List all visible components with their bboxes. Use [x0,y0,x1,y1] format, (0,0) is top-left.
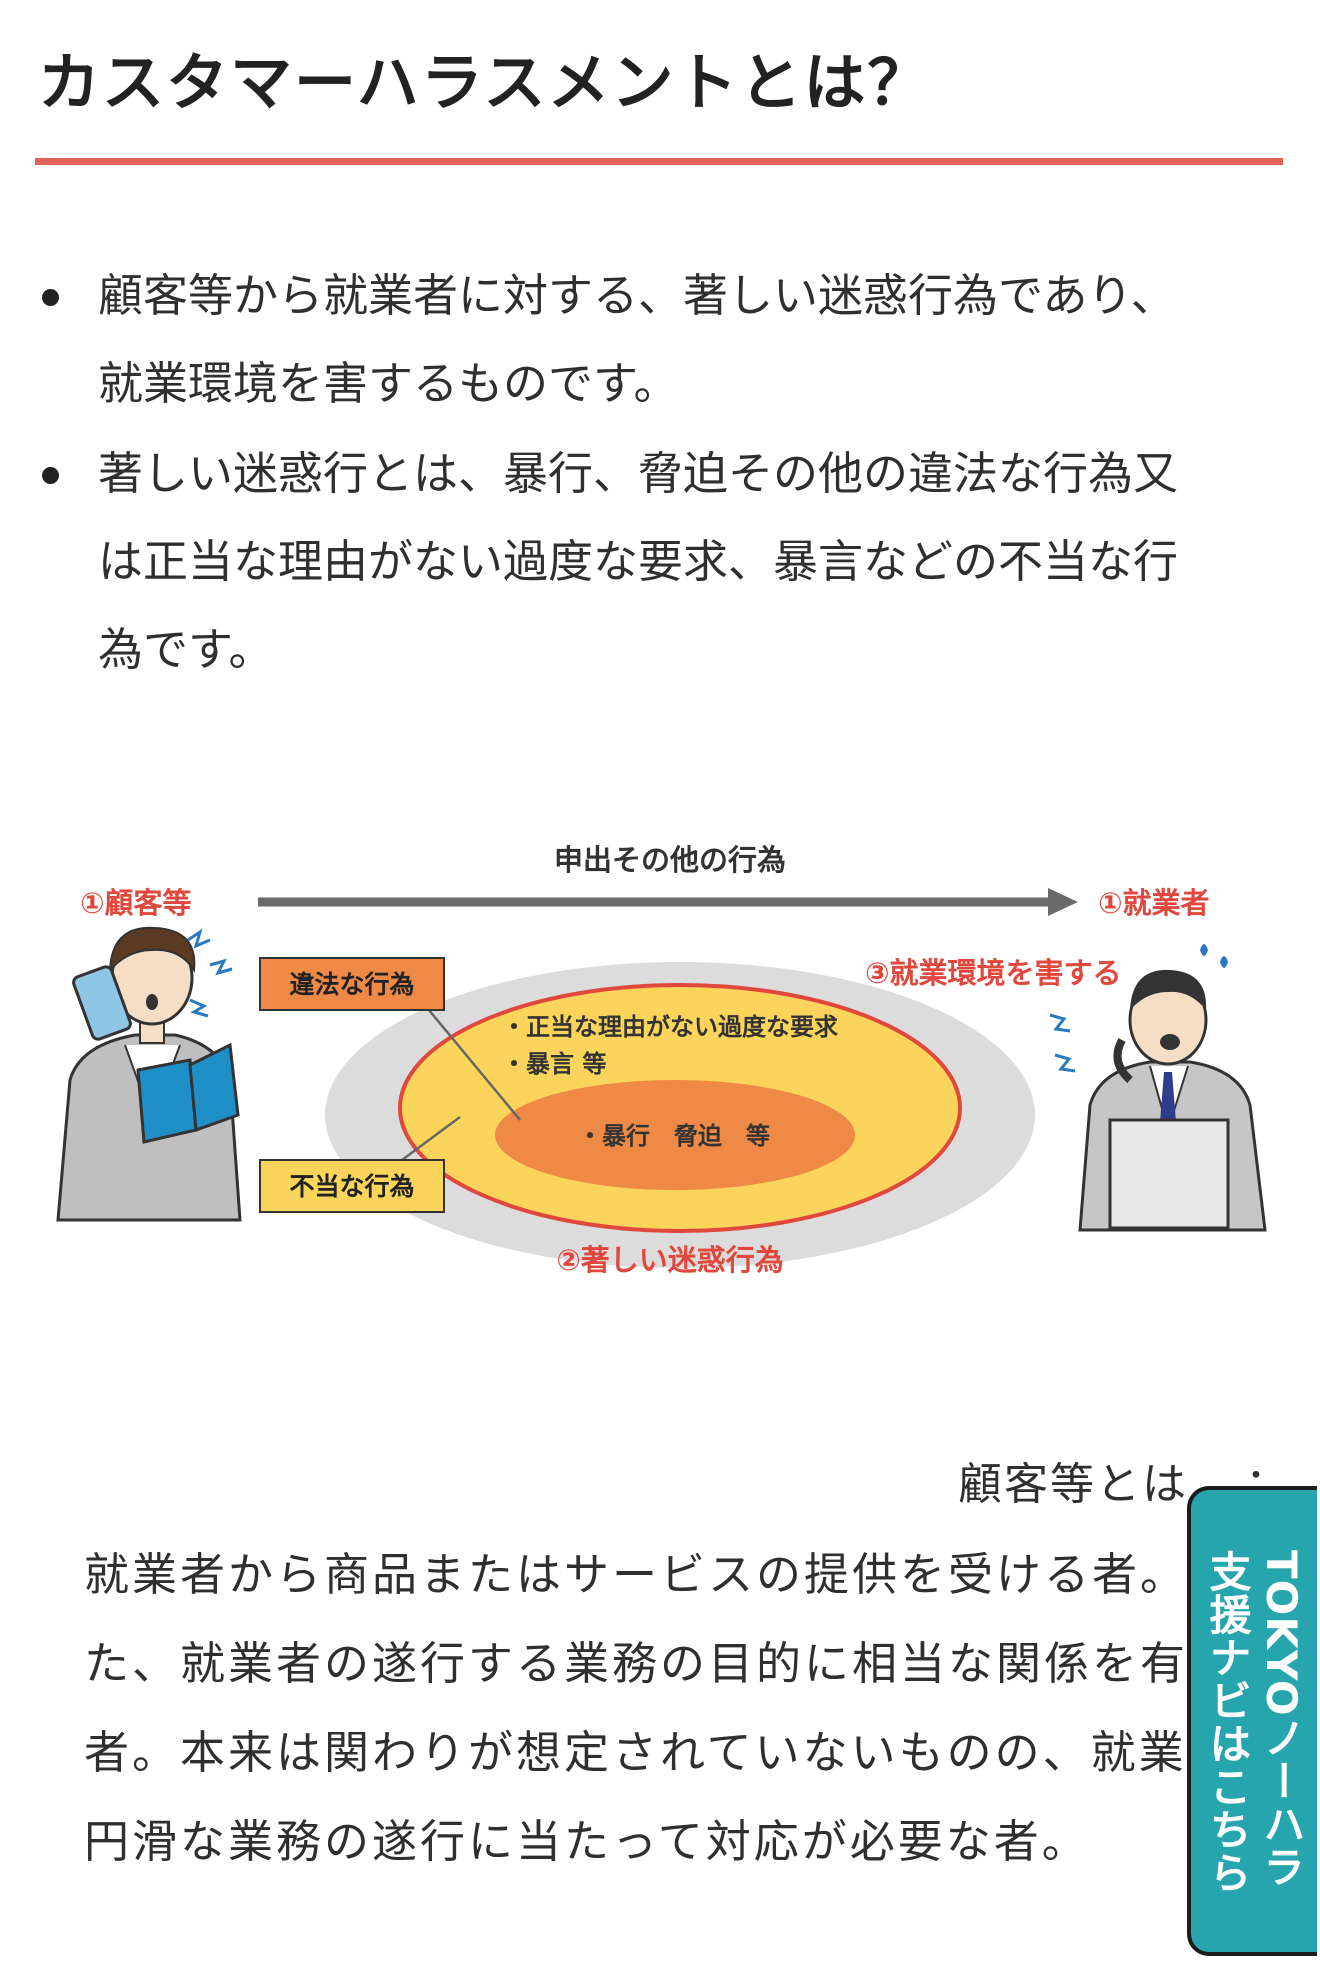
illegal-act-label: 違法な行為 [289,970,414,999]
bullet-2-line-2: は正当な理由がない過度な要求、暴言などの不当な行 [98,535,1179,588]
improper-act-box [259,1159,445,1213]
intro-bullet-list: 顧客等から就業者に対する、著しい迷惑行為であり、 就業環境を害するものです。 著… [38,252,1268,696]
definition-heading: 顧客等とは [958,1459,1188,1510]
illegal-connector-line [413,991,521,1121]
customer-harassment-diagram: 申出その他の行為 ①顧客等 ①就業者 ③就業環境を害する ・正当な理由がない過度… [40,830,1280,1300]
env-harm-label: ③就業環境を害する [865,956,1122,990]
definition-line-4: 円滑な業務の遂行に当たって対応が必要な者。 [84,1815,1090,1868]
page-title: カスタマーハラスメントとは？ [38,46,932,119]
outer-item-2: ・暴言 等 [502,1050,606,1078]
diagram-svg: 申出その他の行為 ①顧客等 ①就業者 ③就業環境を害する ・正当な理由がない過度… [56,843,1267,1277]
violence-ellipse [495,1080,855,1190]
right-party-label: ①就業者 [1098,886,1210,920]
intro-bullet-1: 顧客等から就業者に対する、著しい迷惑行為であり、 就業環境を害するものです。 [38,252,1268,428]
bullet-2-line-3: 為です。 [98,623,274,676]
arrow-label: 申出その他の行為 [554,843,786,877]
definition-line-3: 者。本来は関わりが想定されていないものの、就業者が [84,1726,1234,1779]
inner-item: ・暴行 脅迫 等 [578,1122,770,1150]
intro-bullet-2: 著しい迷惑行とは、暴行、脅迫その他の違法な行為又 は正当な理由がない過度な要求、… [38,430,1268,694]
definition-line-2: た、就業者の遂行する業務の目的に相当な関係を有する [84,1637,1234,1690]
worker-illustration [1049,944,1267,1232]
tokyo-noharra-navi-tab-button[interactable]: TOKYOノーハラ 支援ナビはこちら [1187,1486,1317,1956]
flow-arrow-head-icon [1048,888,1078,916]
improper-act-label: 不当な行為 [289,1172,414,1201]
bullet-dot-icon [42,467,59,484]
side-tab-line-2: 支援ナビはこちら [1203,1550,1252,1894]
definition-line-1: 就業者から商品またはサービスの提供を受ける者。ま [84,1548,1234,1601]
bullet-2-line-1: 著しい迷惑行とは、暴行、脅迫その他の違法な行為又 [98,447,1179,500]
improper-connector-line [401,1115,461,1162]
significant-nuisance-label: ②著しい迷惑行為 [556,1243,784,1277]
left-party-label: ①顧客等 [80,886,192,920]
customer-illustration [56,926,242,1222]
bullet-1-line-1: 顧客等から就業者に対する、著しい迷惑行為であり、 [98,269,1176,322]
bullet-1-line-2: 就業環境を害するものです。 [98,357,679,410]
definition-body: 就業者から商品またはサービスの提供を受ける者。ま た、就業者の遂行する業務の目的… [84,1530,1234,1950]
bullet-dot-icon [42,289,59,306]
side-tab-line-1: TOKYOノーハラ [1257,1550,1306,1889]
title-underline [35,158,1283,165]
illegal-act-box [259,957,445,1011]
outer-item-1: ・正当な理由がない過度な要求 [502,1013,838,1041]
